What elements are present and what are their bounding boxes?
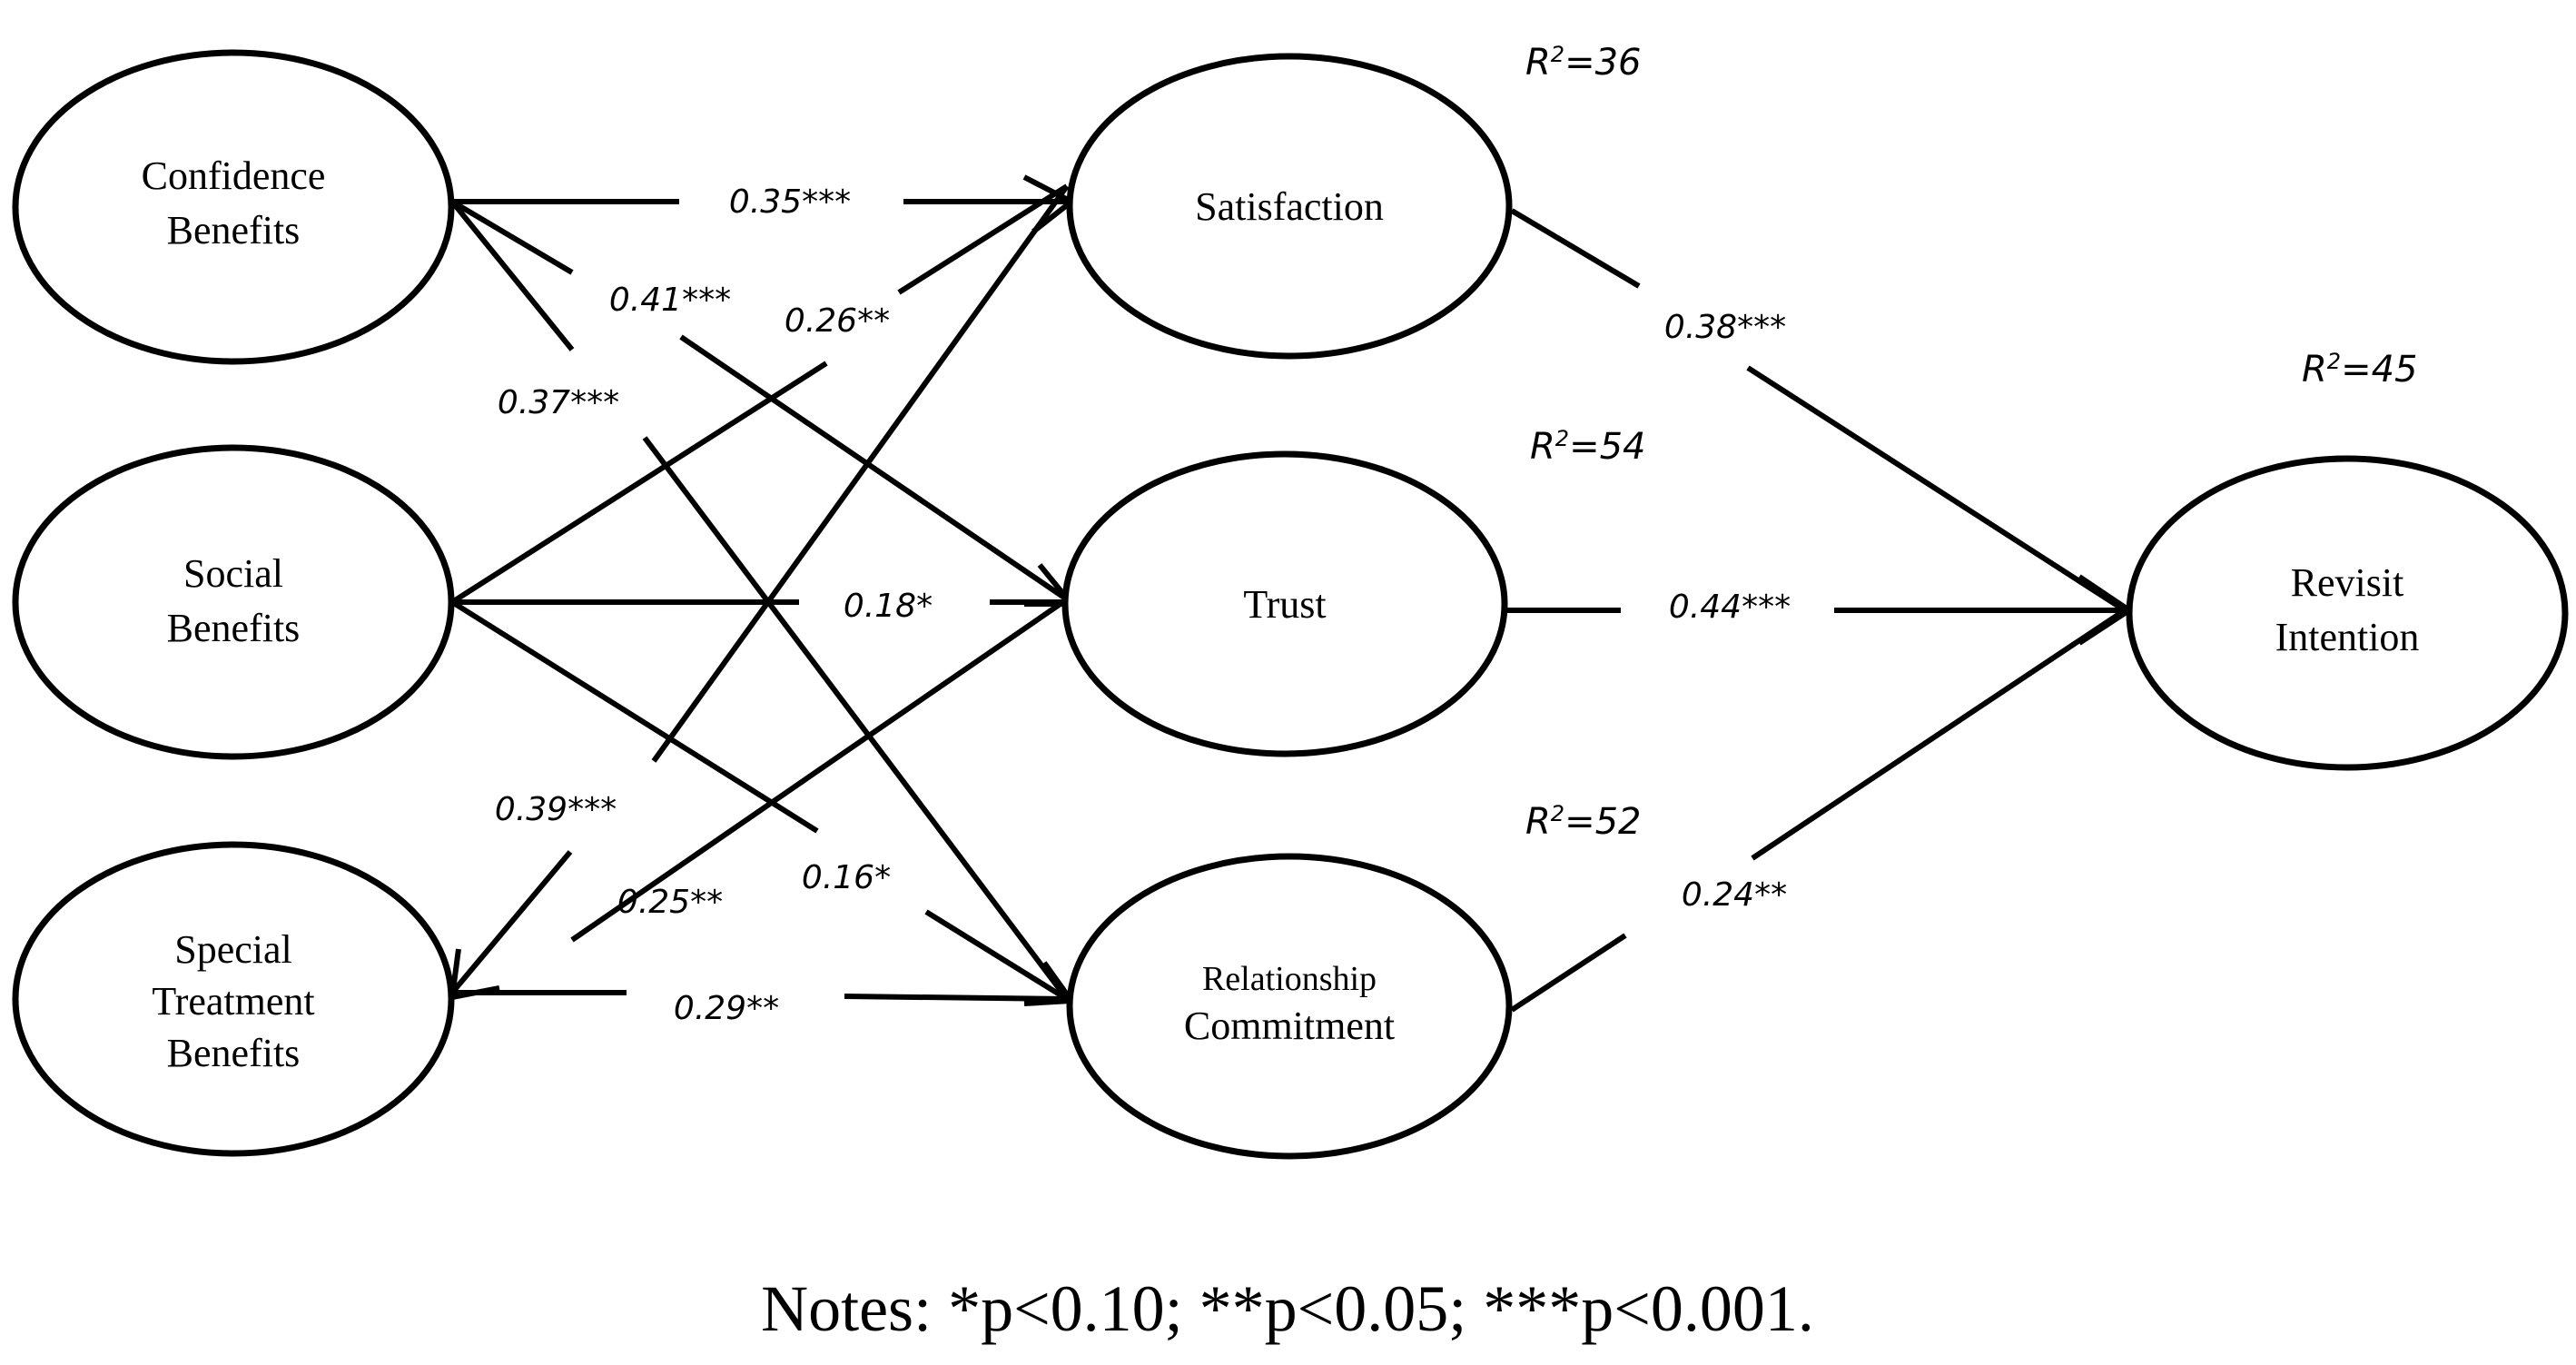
node-satisfaction: Satisfaction xyxy=(1066,53,1513,360)
node-trust-label: Trust xyxy=(1243,582,1326,627)
r2-relationship-commitment: R2=52 xyxy=(1525,801,1642,843)
node-confidence-benefits-line2: Benefits xyxy=(167,208,301,252)
node-revisit-intention-shape xyxy=(2126,455,2569,771)
r2-revisit-intention: R2=45 xyxy=(2302,349,2418,391)
coef-social-satisfaction: 0.26** xyxy=(785,302,890,340)
coef-confidence-trust: 0.41*** xyxy=(609,282,731,319)
node-revisit-intention-line2: Intention xyxy=(2275,615,2420,659)
edge-social-commitment xyxy=(450,599,819,834)
r2-trust-prefix: R xyxy=(1530,426,1555,468)
edge-special-trust xyxy=(570,597,1069,943)
node-social-benefits-line2: Benefits xyxy=(167,606,301,650)
coef-social-trust: 0.18* xyxy=(844,588,933,625)
edge-confidence-trust-b xyxy=(679,334,1069,602)
node-relationship-commitment-line1: Relationship xyxy=(1202,960,1377,998)
node-confidence-benefits-line1: Confidence xyxy=(142,153,326,198)
edge-social-satisfaction-b xyxy=(897,183,1069,295)
node-special-treatment-benefits-line2: Treatment xyxy=(152,979,314,1024)
edge-satisfaction-revisit xyxy=(1510,208,1641,289)
nodes: Confidence Benefits Social Benefits Spec… xyxy=(12,49,2569,1160)
edge-satisfaction-revisit-b xyxy=(1746,365,2127,613)
edge-social-commitment-b xyxy=(924,909,1069,1002)
node-relationship-commitment-shape xyxy=(1066,853,1513,1160)
node-confidence-benefits-shape xyxy=(12,49,455,365)
edge-confidence-trust xyxy=(450,199,574,275)
r2-trust-value: =54 xyxy=(1569,426,1645,468)
r2-revisit-value: =45 xyxy=(2341,349,2417,391)
edge-satisfaction-special-b xyxy=(449,850,573,994)
edge-social-satisfaction xyxy=(450,361,828,605)
r2-revisit-prefix: R xyxy=(2302,349,2327,391)
edges xyxy=(449,183,2127,1013)
coef-confidence-commitment: 0.37*** xyxy=(498,384,619,421)
r2-satisfaction-value: =36 xyxy=(1564,42,1641,84)
r2-commitment-value: =52 xyxy=(1564,801,1641,843)
node-trust-shape xyxy=(1061,450,1508,757)
node-revisit-intention-line1: Revisit xyxy=(2291,560,2404,605)
node-special-treatment-benefits-line1: Special xyxy=(174,927,292,972)
coef-social-commitment: 0.16* xyxy=(802,859,891,896)
node-revisit-intention: Revisit Intention xyxy=(2126,455,2569,771)
coef-special-commitment: 0.29** xyxy=(674,990,779,1027)
r2-satisfaction-prefix: R xyxy=(1525,42,1551,84)
node-relationship-commitment: Relationship Commitment xyxy=(1066,853,1513,1160)
r2-trust: R2=54 xyxy=(1530,426,1646,468)
coef-trust-revisit: 0.44*** xyxy=(1669,589,1791,626)
path-coefficients: 0.35*** 0.41*** 0.37*** 0.26** 0.18* 0.1… xyxy=(495,183,1791,1027)
r2-commitment-prefix: R xyxy=(1525,801,1551,843)
edge-confidence-commitment-b xyxy=(642,436,1070,1001)
edge-satisfaction-special xyxy=(651,184,1070,763)
coef-satisfaction-revisit: 0.38*** xyxy=(1664,309,1786,346)
node-relationship-commitment-line2: Commitment xyxy=(1184,1004,1395,1048)
r2-trust-sup: 2 xyxy=(1555,426,1569,451)
node-social-benefits: Social Benefits xyxy=(12,444,455,760)
node-special-treatment-benefits-line3: Benefits xyxy=(167,1031,301,1075)
r2-commitment-sup: 2 xyxy=(1551,801,1564,826)
node-confidence-benefits: Confidence Benefits xyxy=(12,49,455,365)
node-special-treatment-benefits-shape xyxy=(12,841,455,1157)
r2-satisfaction-sup: 2 xyxy=(1551,42,1564,67)
node-satisfaction-shape xyxy=(1066,53,1513,360)
coef-commitment-revisit: 0.24** xyxy=(1682,876,1787,914)
r-squared-labels: R2=36 R2=54 R2=52 R2=45 xyxy=(1525,42,2418,843)
node-social-benefits-line1: Social xyxy=(183,551,283,596)
edge-special-commitment-b xyxy=(844,994,1068,1002)
notes-caption: Notes: *p<0.10; **p<0.05; ***p<0.001. xyxy=(761,1272,1814,1345)
coef-satisfaction-special: 0.39*** xyxy=(495,791,617,828)
coef-special-trust: 0.25** xyxy=(617,884,723,921)
r2-satisfaction: R2=36 xyxy=(1525,42,1642,84)
node-special-treatment-benefits: Special Treatment Benefits xyxy=(12,841,455,1157)
node-trust: Trust xyxy=(1061,450,1508,757)
node-satisfaction-label: Satisfaction xyxy=(1195,184,1384,229)
edge-confidence-commitment xyxy=(449,200,575,351)
edge-commitment-revisit-b xyxy=(1751,608,2127,861)
node-social-benefits-shape xyxy=(12,444,455,760)
edge-commitment-revisit xyxy=(1510,933,1627,1013)
r2-revisit-sup: 2 xyxy=(2327,349,2341,374)
coef-confidence-satisfaction: 0.35*** xyxy=(729,183,851,221)
